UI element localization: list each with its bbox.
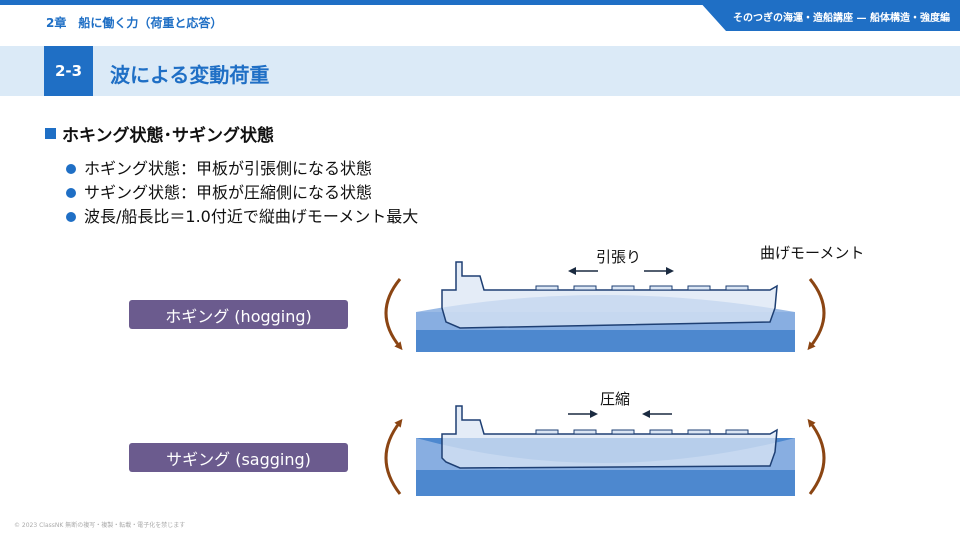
page-title: 波による変動荷重 — [110, 63, 270, 87]
list-item-text: ホギング状態：甲板が引張側になる状態 — [84, 159, 373, 178]
list-item: 波長/船長比＝1.0付近で縦曲げモーメント最大 — [66, 205, 418, 229]
copyright-text: © 2023 ClassNK 無断の複写・複製・転載・電子化を禁じます — [14, 522, 186, 529]
hogging-label: ホギング (hogging) — [129, 300, 348, 329]
title-bar — [0, 46, 960, 96]
moment-arrow-right-icon — [807, 278, 826, 351]
moment-arrow-left-icon — [384, 278, 403, 351]
list-item: サギング状態：甲板が圧縮側になる状態 — [66, 181, 418, 205]
series-tab: そのつぎの海運・造船講座 — 船体構造・強度編 — [698, 0, 960, 31]
compression-label: 圧縮 — [600, 390, 631, 408]
bullet-list: ホギング状態：甲板が引張側になる状態 サギング状態：甲板が圧縮側になる状態 波長… — [66, 157, 418, 229]
bullet-dot-icon — [66, 164, 76, 174]
bullet-dot-icon — [66, 212, 76, 222]
hogging-ship — [441, 261, 778, 329]
list-item-text: サギング状態：甲板が圧縮側になる状態 — [84, 183, 373, 202]
moment-arrow-left-icon — [384, 418, 403, 495]
list-item-text: 波長/船長比＝1.0付近で縦曲げモーメント最大 — [84, 207, 419, 226]
list-item: ホギング状態：甲板が引張側になる状態 — [66, 157, 418, 181]
bullet-dot-icon — [66, 188, 76, 198]
series-tab-shape — [698, 0, 960, 31]
bending-moment-label: 曲げモーメント — [760, 244, 865, 262]
hogging-diagram — [384, 261, 826, 352]
series-title: そのつぎの海運・造船講座 — 船体構造・強度編 — [733, 13, 950, 24]
section-number-badge: 2-3 — [44, 46, 93, 96]
sagging-diagram — [384, 405, 826, 496]
content-heading-text: ホキング状態･サギング状態 — [62, 126, 274, 146]
chapter-title: 2章 船に働く力（荷重と応答） — [46, 16, 223, 30]
moment-arrow-right-icon — [807, 418, 826, 495]
square-bullet-icon — [45, 128, 56, 139]
tension-label: 引張り — [596, 248, 642, 266]
content-heading: ホキング状態･サギング状態 — [45, 121, 274, 146]
sagging-ship — [441, 405, 778, 469]
top-accent-line — [0, 0, 960, 5]
sagging-label: サギング (sagging) — [129, 443, 348, 472]
